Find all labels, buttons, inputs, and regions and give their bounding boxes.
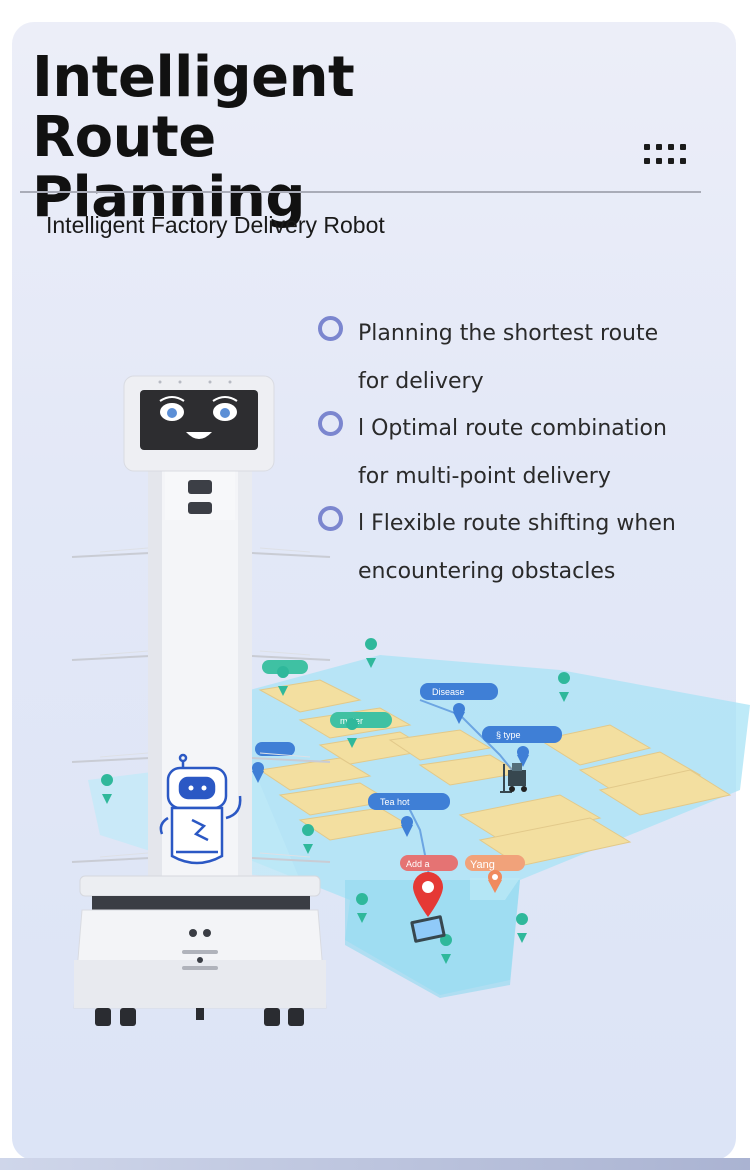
ring-bullet-icon [318, 506, 343, 531]
ring-bullet-icon [318, 411, 343, 436]
svg-text:Tea hot: Tea hot [380, 797, 410, 807]
feature-line: l Optimal route combination [358, 416, 667, 441]
title-line-2: Planning [32, 165, 305, 230]
location-pin-icon [101, 638, 571, 964]
svg-text:§ type: § type [496, 730, 521, 740]
feature-line: l Flexible route shifting when [358, 511, 676, 536]
bottom-strip [0, 1158, 750, 1170]
ring-bullet-icon [318, 316, 343, 341]
robot-mascot-icon [159, 753, 242, 865]
forklift-icon [500, 763, 527, 793]
svg-text:Add a: Add a [406, 859, 430, 869]
delivery-robot [71, 375, 331, 1026]
feature-item: l Optimal route combination for multi-po… [318, 405, 718, 500]
map-label-disease: Disease [420, 683, 498, 700]
svg-text:Disease: Disease [432, 687, 465, 697]
feature-item: l Flexible route shifting when encounter… [318, 500, 718, 595]
svg-text:Yang: Yang [470, 859, 495, 871]
feature-line: for multi-point delivery [358, 463, 611, 489]
map-label-type: § type [482, 726, 562, 743]
feature-list: Planning the shortest route for delivery… [318, 310, 718, 595]
map-label-yang: Yang [465, 855, 525, 871]
feature-item: Planning the shortest route for delivery [318, 310, 718, 405]
page-title: Intelligent Route Planning [32, 48, 552, 228]
feature-line: for delivery [358, 368, 484, 394]
feature-line: encountering obstacles [358, 558, 616, 584]
page-subtitle: Intelligent Factory Delivery Robot [46, 212, 385, 238]
map-label-mater: mater [330, 712, 392, 728]
more-dots-icon [642, 140, 692, 170]
warehouse-map: Disease § type mater Tea hot Add a Yang [88, 638, 750, 998]
map-label-add: Add a [400, 855, 458, 871]
header-divider [20, 191, 701, 193]
robot-face-icon [159, 396, 238, 439]
title-line-1: Intelligent Route [32, 45, 355, 170]
destination-pin-icon [410, 872, 446, 943]
feature-line: Planning the shortest route [358, 321, 659, 346]
map-label-tea: Tea hot [368, 793, 450, 810]
